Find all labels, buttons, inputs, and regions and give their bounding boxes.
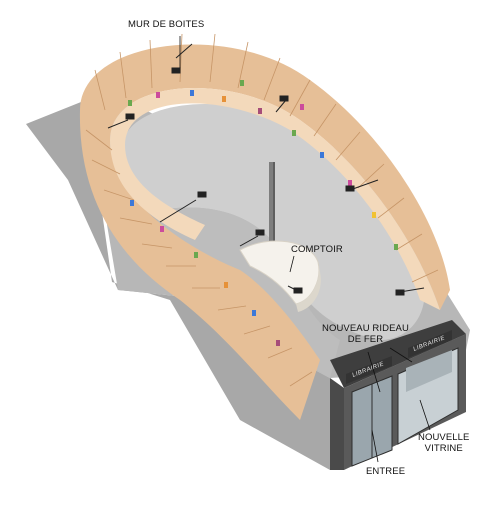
- label-nouveau-rideau-line2: DE FER: [347, 333, 384, 345]
- sign-right: [408, 330, 452, 358]
- facade-left-pier: [330, 378, 344, 470]
- label-nouvelle-vitrine-line2: VITRINE: [424, 442, 463, 454]
- books-on-shelves: [128, 80, 398, 346]
- shop-window-display: [406, 350, 452, 392]
- box-wall-inner-band: [110, 87, 440, 310]
- label-mur-de-boites: MUR DE BOITES: [128, 19, 205, 30]
- label-entree: ENTREE: [366, 466, 406, 477]
- sign-left: [346, 356, 392, 384]
- storage-boxes: [85, 33, 439, 387]
- central-pillar-shade: [273, 162, 275, 242]
- central-pillar: [269, 162, 275, 242]
- annotation-leaders: [179, 36, 431, 463]
- label-nouvelle-vitrine-line1: NOUVELLE: [418, 432, 470, 443]
- label-nouvelle-vitrine: NOUVELLE VITRINE: [418, 432, 470, 455]
- label-nouveau-rideau: NOUVEAU RIDEAU DE FER: [322, 323, 409, 346]
- spotlights: [107, 43, 425, 296]
- ground-floor-slab: [26, 100, 330, 470]
- label-nouveau-rideau-line1: NOUVEAU RIDEAU: [322, 323, 409, 334]
- label-comptoir: COMPTOIR: [291, 244, 343, 255]
- box-wall-outer-band: [79, 44, 450, 421]
- counter-front: [296, 262, 321, 312]
